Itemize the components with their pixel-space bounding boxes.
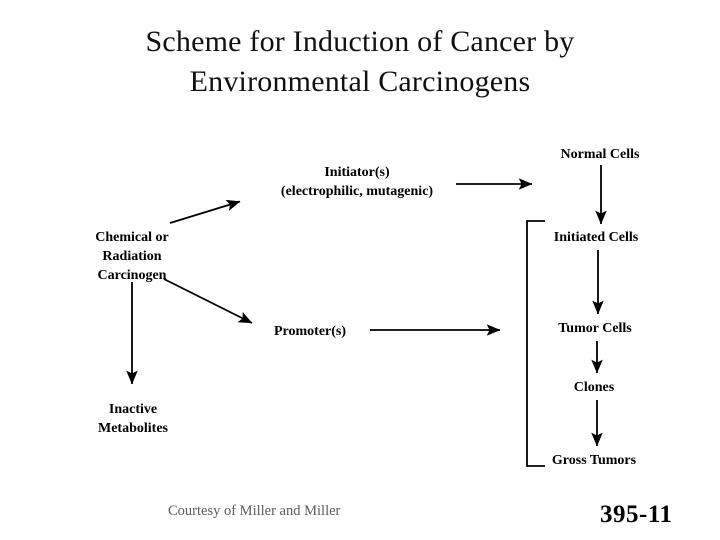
node-clones: Clones [574,378,614,397]
normal-cells-label: Normal Cells [560,147,640,162]
clones-label: Clones [573,380,615,395]
title-line-2: Environmental Carcinogens [189,65,531,98]
page-title: Scheme for Induction of Cancer by Enviro… [0,22,720,102]
promoter-label: Promoter(s) [273,324,347,339]
credit-text: Courtesy of Miller and Miller [168,503,341,519]
node-tumor-cells: Tumor Cells [558,319,632,338]
initiator-line-2: (electrophilic, mutagenic) [280,184,434,199]
initiator-line-1: Initiator(s) [324,165,390,180]
carcinogen-line-3: Carcinogen [97,268,167,283]
edge-carcinogen-to-promoter [163,278,253,324]
progression-bracket [526,220,545,467]
node-initiator: Initiator(s) (electrophilic, mutagenic) [281,163,433,201]
slide-number: 395-11 [600,501,673,528]
node-initiated-cells: Initiated Cells [554,228,638,247]
carcinogen-line-1: Chemical or [95,230,169,245]
initiated-cells-label: Initiated Cells [553,230,639,245]
edge-carcinogen-to-initiator [169,199,241,224]
carcinogen-line-2: Radiation [102,249,162,264]
node-chemical-or-radiation-carcinogen: Chemical or Radiation Carcinogen [95,228,168,285]
node-normal-cells: Normal Cells [561,145,640,164]
node-gross-tumors: Gross Tumors [552,451,636,470]
title-line-1: Scheme for Induction of Cancer by [145,25,575,58]
node-inactive-metabolites: Inactive Metabolites [98,400,168,438]
tumor-cells-label: Tumor Cells [558,321,632,336]
inactive-line-2: Metabolites [98,421,168,436]
inactive-line-1: Inactive [108,402,158,417]
gross-tumors-label: Gross Tumors [551,453,637,468]
node-promoter: Promoter(s) [274,322,346,341]
